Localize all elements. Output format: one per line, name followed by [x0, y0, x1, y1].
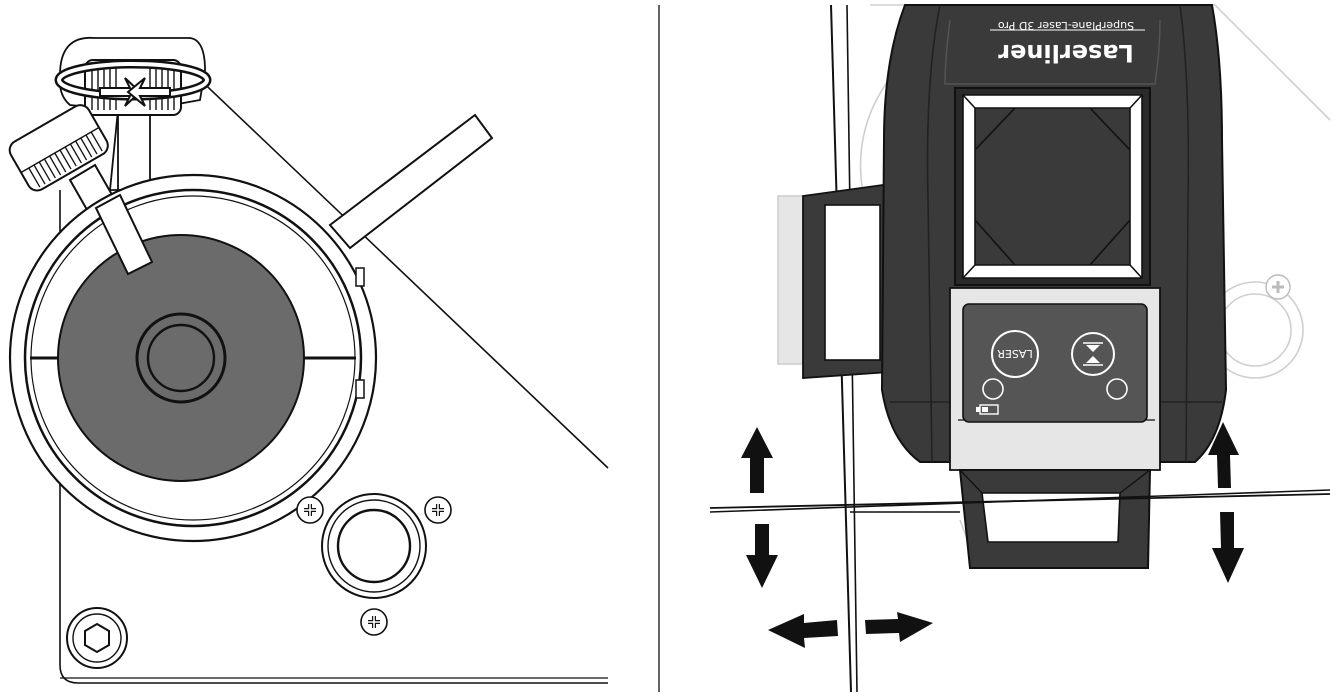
right-panel-laser-device: Laserliner SuperPlane-Laser 3D Pro [709, 4, 1331, 693]
cross-screw-icon [360, 608, 388, 636]
top-knurled-knob[interactable] [54, 59, 212, 116]
cross-screw-icon [296, 496, 324, 524]
diagonal-rod [328, 113, 494, 250]
arrow-down-icon [746, 524, 778, 588]
cross-screw-icon [424, 496, 452, 524]
laser-window [954, 87, 1151, 286]
laser-button[interactable]: LASER [991, 330, 1039, 378]
side-window [802, 182, 891, 379]
arrow-up-icon [741, 427, 773, 493]
battery-icon [976, 404, 999, 415]
ghost-screw [1265, 274, 1291, 300]
arrow-down-icon [1212, 512, 1244, 583]
model-name: SuperPlane-Laser 3D Pro [998, 19, 1134, 32]
adjustment-wheel[interactable] [8, 173, 378, 543]
control-panel: LASER [962, 303, 1148, 423]
hourglass-lock-icon[interactable] [1071, 332, 1115, 376]
rotate-arrows-icon [54, 59, 212, 107]
left-panel-adjustment-wheel [8, 36, 609, 684]
laser-button-label: LASER [997, 347, 1033, 360]
arrow-up-icon [1208, 422, 1239, 488]
device-foot [958, 469, 1152, 569]
hex-bolt [66, 607, 128, 669]
round-port [321, 493, 427, 599]
horizontal-laser-lines [709, 489, 1331, 513]
arrow-right-icon [865, 612, 933, 642]
status-led-right [1106, 378, 1128, 400]
arrow-left-icon [768, 614, 838, 648]
brand-name: Laserliner [998, 39, 1134, 67]
brand-label: Laserliner SuperPlane-Laser 3D Pro [998, 19, 1134, 67]
status-led-left [982, 378, 1004, 400]
